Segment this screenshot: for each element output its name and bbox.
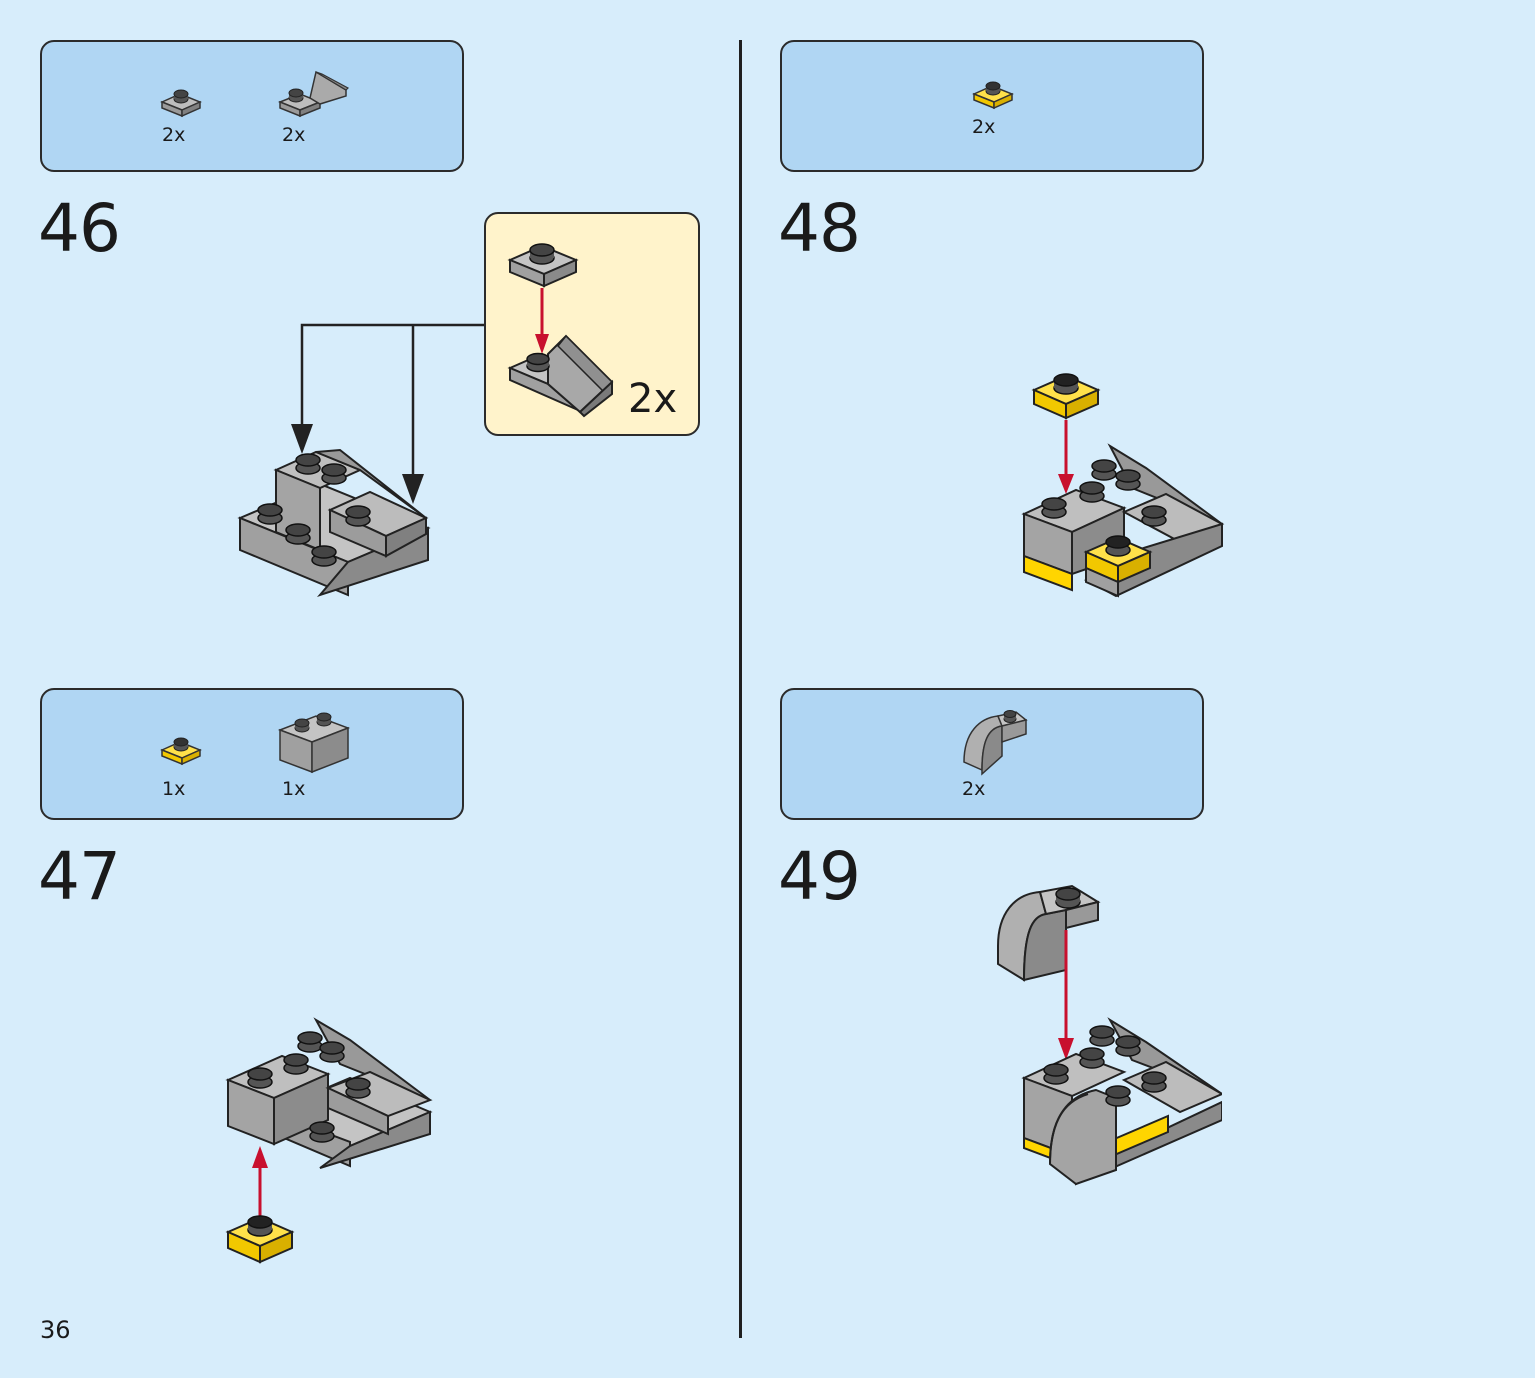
column-divider (739, 40, 742, 1338)
grey-slope-bracket-icon (277, 70, 349, 118)
part-qty: 2x (972, 116, 996, 138)
part-grey-slope-bracket (276, 68, 352, 124)
parts-box-step-49: 2x (780, 688, 1204, 820)
part-qty: 2x (962, 778, 986, 800)
callout-qty: 2x (628, 376, 678, 422)
step-48-model (1021, 373, 1225, 598)
step-number-49: 49 (778, 838, 861, 915)
grey-brick-1x2-icon (277, 712, 351, 774)
step-number-47: 47 (38, 838, 121, 915)
parts-box-step-46: 2x 2x (40, 40, 464, 172)
part-qty: 2x (282, 124, 306, 146)
part-qty: 2x (162, 124, 186, 146)
subassembly-callout: 2x (484, 212, 700, 436)
yellow-plate-1x1-icon (972, 81, 1014, 110)
parts-box-step-47: 1x 1x (40, 688, 464, 820)
part-yellow-plate (970, 78, 1016, 114)
parts-box-step-48: 2x (780, 40, 1204, 172)
part-grey-plate (158, 86, 204, 122)
yellow-plate-1x1-icon (160, 737, 202, 766)
subassembly-diagram (507, 243, 614, 418)
step-number-48: 48 (778, 190, 861, 267)
page-number: 36 (40, 1316, 71, 1344)
part-grey-brick (276, 710, 352, 776)
part-yellow-plate (158, 734, 204, 770)
part-qty: 1x (282, 778, 306, 800)
step-number-46: 46 (38, 190, 121, 267)
grey-curved-slope-icon (963, 710, 1028, 776)
part-grey-curved-slope (958, 708, 1030, 778)
part-qty: 1x (162, 778, 186, 800)
grey-plate-1x1-icon (160, 89, 202, 118)
step-47-model (225, 1017, 433, 1264)
step-49-model (997, 884, 1222, 1186)
step-46-model (237, 323, 484, 598)
